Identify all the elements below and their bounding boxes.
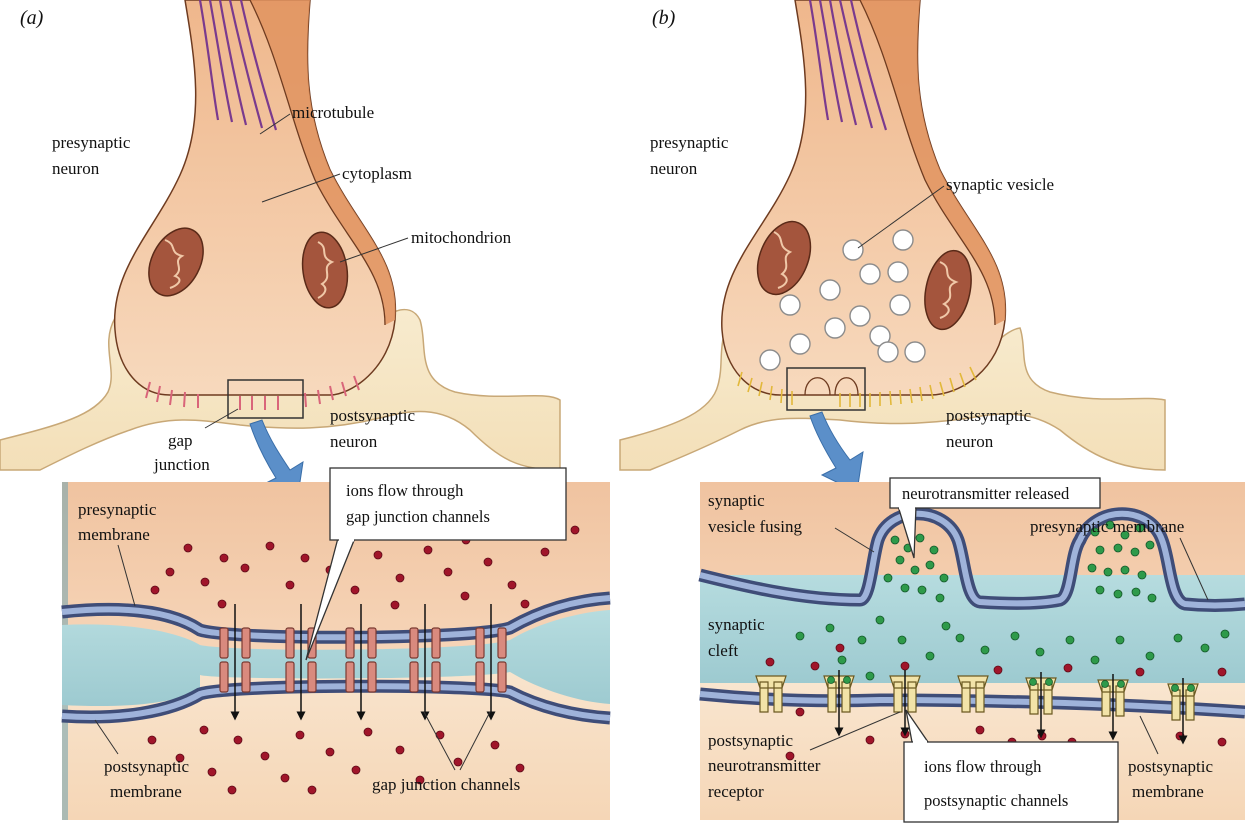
label-presynaptic-membrane-a-1: presynaptic bbox=[78, 500, 157, 519]
label-presynaptic-neuron-a-1: presynaptic bbox=[52, 133, 131, 152]
label-presynaptic-membrane-a-2: membrane bbox=[78, 525, 150, 544]
label-mitochondrion: mitochondrion bbox=[411, 228, 512, 247]
panel-a: (a) bbox=[0, 0, 610, 820]
panel-a-letter: (a) bbox=[20, 7, 44, 29]
chemical-synapse-closeup: synaptic vesicle fusing presynaptic memb… bbox=[700, 478, 1245, 822]
callout-box-a bbox=[330, 468, 566, 540]
callout-text-a-1: ions flow through bbox=[346, 481, 464, 500]
label-receptor-3: receptor bbox=[708, 782, 764, 801]
label-receptor-1: postsynaptic bbox=[708, 731, 793, 750]
label-presynaptic-neuron-b-1: presynaptic bbox=[650, 133, 729, 152]
panel-b-letter: (b) bbox=[652, 7, 676, 29]
label-vesicle-fusing-2: vesicle fusing bbox=[708, 517, 802, 536]
label-postsynaptic-membrane-a-2: membrane bbox=[110, 782, 182, 801]
label-gap-junction-1: gap bbox=[168, 431, 193, 450]
label-postsynaptic-neuron-a-2: neuron bbox=[330, 432, 378, 451]
label-presynaptic-neuron-b-2: neuron bbox=[650, 159, 698, 178]
label-synaptic-vesicle: synaptic vesicle bbox=[946, 175, 1054, 194]
callout-text-a-2: gap junction channels bbox=[346, 507, 490, 526]
label-gap-junction-2: junction bbox=[153, 455, 210, 474]
label-postsynaptic-membrane-b-1: postsynaptic bbox=[1128, 757, 1213, 776]
presynaptic-terminal-b bbox=[722, 0, 1006, 395]
callout-bottom-box-b bbox=[904, 742, 1118, 822]
callout-top-text-b: neurotransmitter released bbox=[902, 484, 1070, 503]
label-postsynaptic-membrane-b-2: membrane bbox=[1132, 782, 1204, 801]
label-presynaptic-membrane-b: presynaptic membrane bbox=[1030, 517, 1184, 536]
label-receptor-2: neurotransmitter bbox=[708, 756, 821, 775]
label-gap-junction-channels: gap junction channels bbox=[372, 775, 520, 794]
callout-bottom-text-b-1: ions flow through bbox=[924, 757, 1042, 776]
label-vesicle-fusing-1: synaptic bbox=[708, 491, 765, 510]
label-microtubule: microtubule bbox=[292, 103, 374, 122]
label-synaptic-cleft-1: synaptic bbox=[708, 615, 765, 634]
zoom-arrow-b bbox=[810, 412, 863, 492]
gap-junction-closeup: presynaptic membrane postsynaptic membra… bbox=[62, 468, 610, 820]
label-postsynaptic-neuron-a-1: postsynaptic bbox=[330, 406, 415, 425]
label-postsynaptic-neuron-b-1: postsynaptic bbox=[946, 406, 1031, 425]
panel-b: (b) bbox=[620, 0, 1245, 822]
callout-bottom-text-b-2: postsynaptic channels bbox=[924, 791, 1068, 810]
label-postsynaptic-neuron-b-2: neuron bbox=[946, 432, 994, 451]
label-presynaptic-neuron-a-2: neuron bbox=[52, 159, 100, 178]
label-synaptic-cleft-2: cleft bbox=[708, 641, 738, 660]
label-postsynaptic-membrane-a-1: postsynaptic bbox=[104, 757, 189, 776]
label-cytoplasm: cytoplasm bbox=[342, 164, 412, 183]
